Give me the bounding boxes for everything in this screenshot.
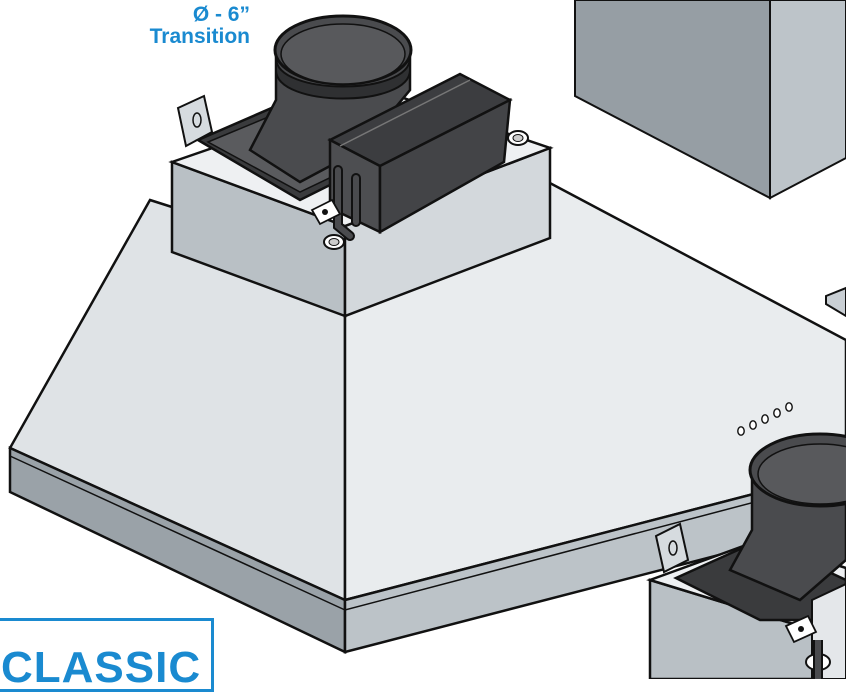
model-badge-text: CLASSIC: [1, 643, 202, 692]
transition-name-label: Transition: [149, 25, 250, 48]
transition-diameter-label: Ø - 6”: [192, 3, 250, 26]
control-button: [749, 420, 757, 430]
transition-callout: Ø - 6” Transition: [150, 4, 250, 48]
control-panel: [737, 402, 793, 436]
mounting-bracket-left: [176, 94, 214, 148]
control-button: [773, 408, 781, 418]
control-button: [761, 414, 769, 424]
mounting-holes: [323, 130, 529, 250]
motor-pipes: [333, 165, 361, 241]
hood-body: [8, 180, 846, 654]
bracket-piece: [825, 286, 846, 318]
transition-duct: [248, 14, 413, 184]
control-button: [737, 426, 745, 436]
ground-clip: [310, 198, 342, 226]
model-badge: CLASSIC: [0, 618, 214, 692]
control-button: [785, 402, 793, 412]
chimney-cover: [574, 0, 846, 200]
second-hood-partial: [646, 432, 846, 679]
